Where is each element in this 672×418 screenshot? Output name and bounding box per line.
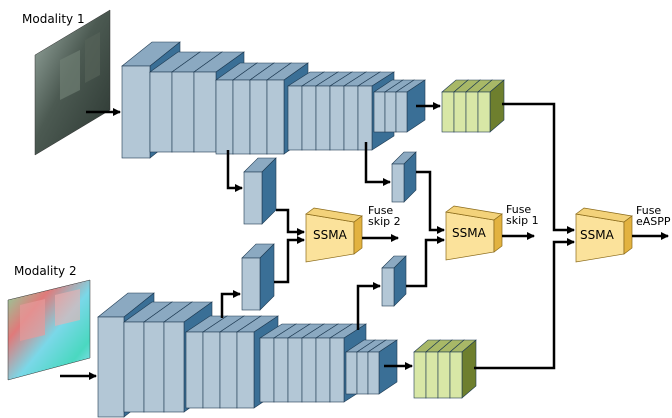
edge-skip2a-to-ssma [276, 208, 305, 236]
edge-enc1-to-skip1 [364, 142, 391, 186]
ssma-label-skip2: SSMA [313, 228, 347, 242]
ssma-skip2 [305, 207, 363, 263]
modality1-label: Modality 1 [22, 12, 85, 26]
modality2-label: Modality 2 [14, 264, 77, 278]
modality1-input-image [34, 9, 111, 156]
skip1-block-modality1 [391, 151, 417, 203]
edge-easpp1-to-ssma [502, 102, 575, 234]
ssma-label-skip1: SSMA [452, 226, 486, 240]
fuse-skip2-line2: skip 2 [368, 215, 401, 228]
enc2-stage3 [185, 315, 279, 409]
skip2-block-modality2 [241, 243, 275, 311]
edge-skip1b-to-ssma [406, 236, 445, 288]
fuse-easpp-line1: Fuse [636, 204, 662, 217]
edge-enc1-to-skip2 [226, 150, 243, 192]
ssma-label-easpp: SSMA [580, 228, 614, 242]
easpp-block-modality2 [413, 339, 477, 399]
ssma-easpp [575, 207, 633, 263]
enc2-stage5 [345, 339, 398, 395]
enc1-stage5 [373, 79, 426, 133]
edge-enc2-to-skip1 [356, 282, 381, 330]
skip2-block-modality1 [243, 157, 277, 225]
fuse-skip2-line1: Fuse [368, 204, 394, 217]
edge-easpp2-to-ssma [474, 238, 575, 370]
modality2-input-image [7, 279, 91, 381]
enc2-stage4 [258, 323, 368, 403]
edge-skip2b-to-ssma [274, 236, 305, 284]
encoder-modality2 [97, 292, 398, 418]
fuse-easpp-line2: eASPP [636, 215, 671, 228]
easpp-block-modality1-slab [477, 79, 505, 133]
ssma-skip1 [445, 205, 503, 261]
easpp-block-modality2-slab [449, 339, 477, 399]
skip1-block-modality2 [381, 255, 407, 307]
edge-enc2-to-skip2 [220, 290, 241, 318]
encoder-modality1 [121, 41, 426, 159]
easpp-block-modality1 [441, 79, 505, 133]
fuse-skip1-line1: Fuse [506, 203, 532, 216]
fuse-skip1-line2: skip 1 [506, 214, 539, 227]
edge-skip1a-to-ssma [416, 170, 445, 234]
